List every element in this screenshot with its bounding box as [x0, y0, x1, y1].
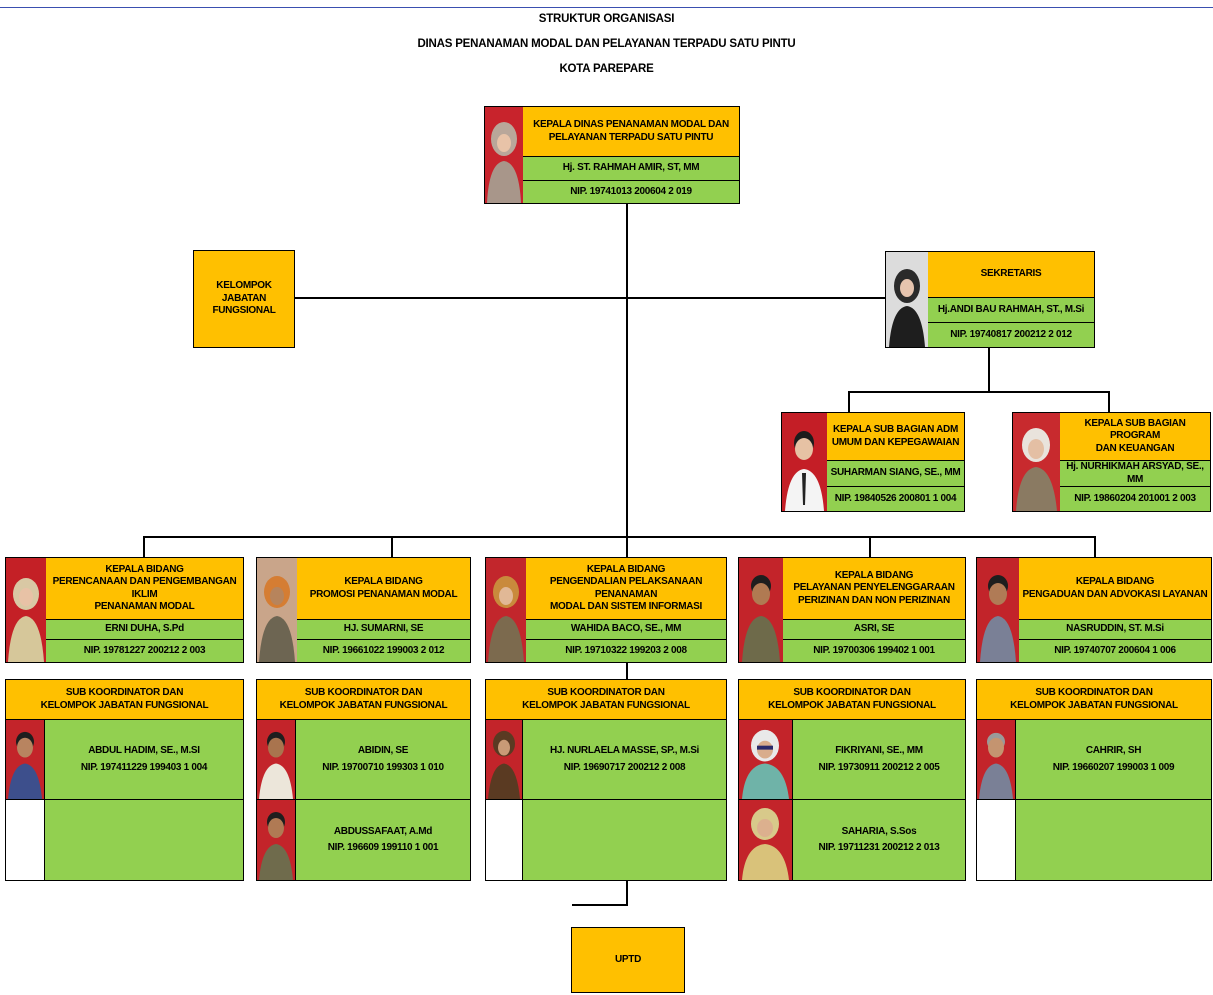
- staff-5b: [1015, 800, 1211, 880]
- connector-fungsional-sekretaris: [294, 297, 886, 299]
- staff-3b-photo: [486, 800, 522, 880]
- connector-bidang-horizontal: [143, 536, 1096, 538]
- bidang-5-photo: [977, 558, 1019, 662]
- uptd-box: UPTD: [571, 927, 685, 993]
- staff-5b-photo: [977, 800, 1015, 880]
- subbag-umum-nip: NIP. 19840526 200801 1 004: [827, 487, 964, 511]
- bidang-3-nip: NIP. 19710322 199203 2 008: [526, 640, 726, 662]
- chart-title: STRUKTUR ORGANISASI: [538, 13, 675, 25]
- staff-3b: [522, 800, 726, 880]
- sekretaris-name: Hj.ANDI BAU RAHMAH, ST., M.Si: [928, 298, 1094, 323]
- bidang-1-name: ERNI DUHA, S.Pd: [46, 620, 243, 640]
- connector-sekretaris-down: [988, 347, 990, 392]
- kepala-dinas-name: Hj. ST. RAHMAH AMIR, ST, MM: [523, 157, 739, 181]
- kepala-dinas-photo: [485, 107, 523, 203]
- connector-bidang-2: [391, 536, 393, 558]
- connector-subbag-program: [1108, 391, 1110, 413]
- staff-1b: [44, 800, 243, 880]
- subbag-umum-name: SUHARMAN SIANG, SE., MM: [827, 461, 964, 487]
- staff-3a-photo: [486, 720, 522, 800]
- sekretaris-nip: NIP. 19740817 200212 2 012: [928, 323, 1094, 347]
- staff-1b-photo: [6, 800, 44, 880]
- bidang-5-name: NASRUDDIN, ST. M.Si: [1019, 620, 1211, 640]
- uptd-label: UPTD: [572, 928, 684, 992]
- kepala-dinas-nip: NIP. 19741013 200604 2 019: [523, 181, 739, 203]
- connector-bidang-5: [1094, 536, 1096, 558]
- chart-subtitle: DINAS PENANAMAN MODAL DAN PELAYANAN TERP…: [417, 38, 796, 50]
- bidang-4-nip: NIP. 19700306 199402 1 001: [783, 640, 965, 662]
- bidang-5-nip: NIP. 19740707 200604 1 006: [1019, 640, 1211, 662]
- connector-subbag-umum: [848, 391, 850, 413]
- bidang-2-photo: [257, 558, 297, 662]
- bidang-3-name: WAHIDA BACO, SE., MM: [526, 620, 726, 640]
- connector-bidang-4: [869, 536, 871, 558]
- top-rule: [0, 7, 1213, 8]
- staff-5a-photo: [977, 720, 1015, 800]
- connector-bidang-1: [143, 536, 145, 558]
- subbag-program-name: Hj. NURHIKMAH ARSYAD, SE., MM: [1060, 461, 1210, 487]
- staff-2a-photo: [257, 720, 295, 800]
- bidang-2-name: HJ. SUMARNI, SE: [297, 620, 470, 640]
- bidang-2-nip: NIP. 19661022 199003 2 012: [297, 640, 470, 662]
- subbag-program-photo: [1013, 413, 1060, 511]
- staff-1a-photo: [6, 720, 44, 800]
- subbag-program-nip: NIP. 19860204 201001 2 003: [1060, 487, 1210, 511]
- staff-4b-photo: [739, 800, 792, 880]
- bidang-1-nip: NIP. 19781227 200212 2 003: [46, 640, 243, 662]
- staff-4a-photo: [739, 720, 792, 800]
- connector-uptd: [572, 904, 628, 906]
- bidang-4-name: ASRI, SE: [783, 620, 965, 640]
- sekretaris-photo: [886, 252, 928, 347]
- staff-2b-photo: [257, 800, 295, 880]
- sekretaris-title: SEKRETARIS: [928, 252, 1094, 298]
- subbag-umum-photo: [782, 413, 827, 511]
- chart-location: KOTA PAREPARE: [559, 63, 654, 75]
- connector-main-vertical: [626, 203, 628, 905]
- bidang-3-photo: [486, 558, 526, 662]
- connector-subbag-horizontal: [848, 391, 1110, 393]
- bidang-1-photo: [6, 558, 46, 662]
- bidang-4-photo: [739, 558, 783, 662]
- sekretaris-box: SEKRETARIS Hj.ANDI BAU RAHMAH, ST., M.Si…: [885, 251, 1095, 348]
